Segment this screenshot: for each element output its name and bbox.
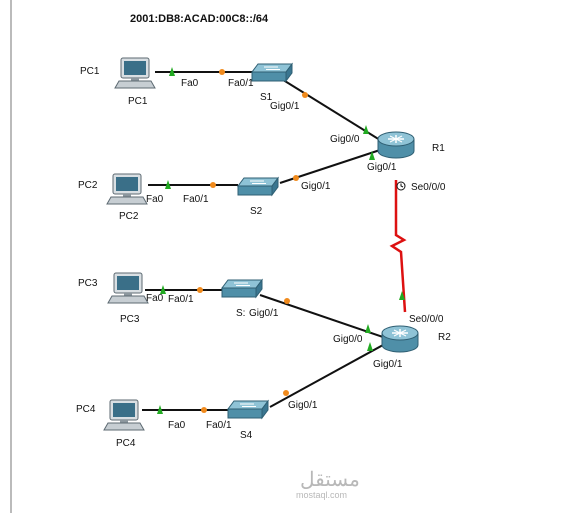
- switch-s1[interactable]: [251, 63, 293, 82]
- link-up-indicator: [363, 125, 369, 134]
- link-init-indicator: [197, 287, 203, 293]
- port-label: Fa0/1: [168, 294, 194, 305]
- port-label: Se0/0/0: [411, 182, 446, 193]
- port-label: Se0/0/0: [409, 314, 444, 325]
- port-label: Gig0/0: [333, 334, 363, 345]
- link-init-indicator: [219, 69, 225, 75]
- pc2[interactable]: [106, 173, 148, 205]
- link-init-indicator: [201, 407, 207, 413]
- link-up-indicator: [369, 151, 375, 160]
- link-init-indicator: [210, 182, 216, 188]
- port-label: Gig0/0: [330, 134, 360, 145]
- port-label: Fa0/1: [228, 78, 254, 89]
- link-up-indicator: [169, 67, 175, 76]
- router-r1[interactable]: [377, 131, 415, 159]
- link-indicators: [157, 67, 405, 414]
- s1-name: S1: [260, 92, 273, 103]
- port-label: Gig0/1: [249, 308, 279, 319]
- clock-icon: [396, 181, 406, 191]
- r1-name: R1: [432, 143, 445, 154]
- pc2-tag: PC2: [78, 180, 98, 191]
- cables: [142, 71, 407, 411]
- link-init-indicator: [302, 92, 308, 98]
- port-label: Gig0/1: [270, 101, 300, 112]
- port-label: Gig0/1: [373, 359, 403, 370]
- cable-s1-r1[interactable]: [279, 77, 381, 141]
- port-label: Gig0/1: [367, 162, 397, 173]
- switch-s4[interactable]: [227, 400, 269, 419]
- switch-s3[interactable]: [221, 279, 263, 298]
- router-r2[interactable]: [381, 325, 419, 353]
- pc1-tag: PC1: [80, 66, 100, 77]
- pc1-name: PC1: [128, 96, 148, 107]
- link-up-indicator: [160, 285, 166, 294]
- switch-s2[interactable]: [237, 177, 279, 196]
- pc3[interactable]: [107, 272, 149, 304]
- port-label: Fa0: [146, 194, 164, 205]
- s2-name: S2: [250, 206, 263, 217]
- port-label: Fa0: [181, 78, 199, 89]
- serial-cable-r1-r2[interactable]: [389, 180, 407, 313]
- s3-name: S:: [236, 308, 245, 319]
- cable-s3-r2[interactable]: [259, 294, 384, 338]
- link-up-indicator: [157, 405, 163, 414]
- pc1[interactable]: [114, 57, 156, 89]
- pc3-name: PC3: [120, 314, 140, 325]
- pc4-tag: PC4: [76, 404, 96, 415]
- pc4-name: PC4: [116, 438, 136, 449]
- port-label: Gig0/1: [301, 181, 331, 192]
- cable-s4-r2[interactable]: [269, 344, 384, 408]
- link-up-indicator: [399, 291, 405, 300]
- link-up-indicator: [165, 180, 171, 189]
- port-label: Fa0/1: [206, 420, 232, 431]
- s4-name: S4: [240, 430, 253, 441]
- watermark-url: mostaql.com: [296, 490, 347, 500]
- pc3-tag: PC3: [78, 278, 98, 289]
- link-up-indicator: [367, 342, 373, 351]
- network-prefix-label: 2001:DB8:ACAD:00C8::/64: [130, 13, 269, 25]
- link-init-indicator: [293, 175, 299, 181]
- port-label: Gig0/1: [288, 400, 318, 411]
- r2-name: R2: [438, 332, 451, 343]
- link-up-indicator: [365, 324, 371, 333]
- port-label: Fa0: [168, 420, 186, 431]
- pc4[interactable]: [103, 399, 145, 431]
- pc2-name: PC2: [119, 211, 139, 222]
- port-label: Fa0/1: [183, 194, 209, 205]
- watermark-logo: مستقل: [300, 469, 360, 491]
- link-init-indicator: [284, 298, 290, 304]
- port-label: Fa0: [146, 293, 164, 304]
- link-init-indicator: [283, 390, 289, 396]
